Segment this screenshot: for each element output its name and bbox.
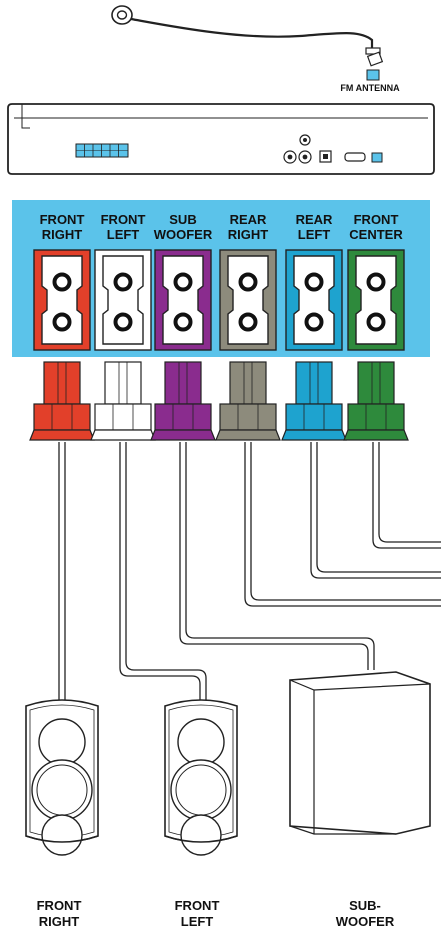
- socket-pin-1: [238, 272, 258, 292]
- connector-panel: FRONTRIGHTFRONTLEFTSUBWOOFERREARRIGHTREA…: [12, 200, 430, 357]
- hdmi-port: [344, 152, 366, 162]
- main-unit-edge-detail: [21, 104, 30, 129]
- socket-insert-front-right: [41, 255, 83, 345]
- speaker-terminal-block: [75, 143, 129, 158]
- socket-pin-1: [113, 272, 133, 292]
- bay-label-rear-left-line1: REAR: [296, 212, 333, 227]
- bay-label-front-right-line2: RIGHT: [42, 227, 83, 242]
- socket-insert-rear-left: [293, 255, 335, 345]
- socket-pin-2: [366, 312, 386, 332]
- main-unit-body: [7, 103, 435, 175]
- woofer: [31, 759, 93, 821]
- socket-pin-2: [173, 312, 193, 332]
- main-unit: [7, 103, 435, 175]
- tweeter-bottom: [180, 814, 222, 856]
- antenna-loop-outer: [111, 5, 133, 25]
- plug-front-right: [29, 361, 95, 441]
- socket-pin-2: [52, 312, 72, 332]
- cable-rear-left: [310, 442, 441, 579]
- antenna-wire: [130, 17, 374, 50]
- plug-rear-right: [215, 361, 281, 441]
- bay-label-front-left-line1: FRONT: [101, 212, 146, 227]
- plug-front-left: [90, 361, 156, 441]
- socket-pin-2: [113, 312, 133, 332]
- speaker-plugs: [29, 361, 409, 441]
- bay-label-rear-left-line2: LEFT: [298, 227, 331, 242]
- antenna-label: FM ANTENNA: [340, 83, 400, 93]
- plug-rear-left: [281, 361, 347, 441]
- socket-pin-2: [238, 312, 258, 332]
- cable-front-center: [372, 442, 441, 549]
- plug-front-center: [343, 361, 409, 441]
- tweeter-top: [38, 718, 86, 766]
- tweeter-top: [177, 718, 225, 766]
- cable-rear-right: [244, 442, 441, 607]
- woofer: [170, 759, 232, 821]
- bay-label-rear-right-line1: REAR: [230, 212, 267, 227]
- socket-insert-front-left: [102, 255, 144, 345]
- socket-pin-1: [366, 272, 386, 292]
- tweeter-bottom: [41, 814, 83, 856]
- connector-bays: FRONTRIGHTFRONTLEFTSUBWOOFERREARRIGHTREA…: [33, 212, 405, 351]
- socket-pin-1: [304, 272, 324, 292]
- socket-insert-rear-right: [227, 255, 269, 345]
- bay-label-front-right-line1: FRONT: [40, 212, 85, 227]
- socket-pin-1: [52, 272, 72, 292]
- bay-label-front-left-line2: LEFT: [107, 227, 140, 242]
- bay-label-front-center-line2: CENTER: [349, 227, 403, 242]
- bay-label-front-center-line1: FRONT: [354, 212, 399, 227]
- socket-pin-1: [173, 272, 193, 292]
- speaker-label-front-right-line2: RIGHT: [39, 914, 80, 929]
- antenna-loop-inner: [116, 10, 128, 20]
- cable-front-right: [58, 442, 66, 704]
- socket-insert-front-center: [355, 255, 397, 345]
- speaker-label-sub-woofer-line1: SUB-: [349, 898, 381, 913]
- cable-front-left: [119, 442, 207, 704]
- antenna-jack: [371, 152, 383, 163]
- speaker-front-right: [25, 699, 99, 856]
- bay-label-rear-right-line2: RIGHT: [228, 227, 269, 242]
- socket-pin-2: [304, 312, 324, 332]
- plug-sub-woofer: [150, 361, 216, 441]
- speaker-front-left: [164, 699, 238, 856]
- speaker-label-front-left-line2: LEFT: [181, 914, 214, 929]
- speaker-labels: FRONT RIGHT FRONT LEFT SUB- WOOFER: [37, 898, 395, 929]
- speaker-label-front-right-line1: FRONT: [37, 898, 82, 913]
- socket-insert-sub-woofer: [162, 255, 204, 345]
- speaker-label-front-left-line1: FRONT: [175, 898, 220, 913]
- speaker-cables: [58, 442, 441, 704]
- speaker-label-sub-woofer-line2: WOOFER: [336, 914, 395, 929]
- speaker-sub-woofer: [289, 671, 431, 835]
- bay-label-sub-woofer-line2: WOOFER: [154, 227, 213, 242]
- cable-sub-woofer: [179, 442, 375, 670]
- fm-antenna: FM ANTENNA: [111, 5, 400, 93]
- bay-label-sub-woofer-line1: SUB: [169, 212, 196, 227]
- antenna-plug: [365, 47, 384, 67]
- antenna-jack-indicator: [366, 69, 380, 81]
